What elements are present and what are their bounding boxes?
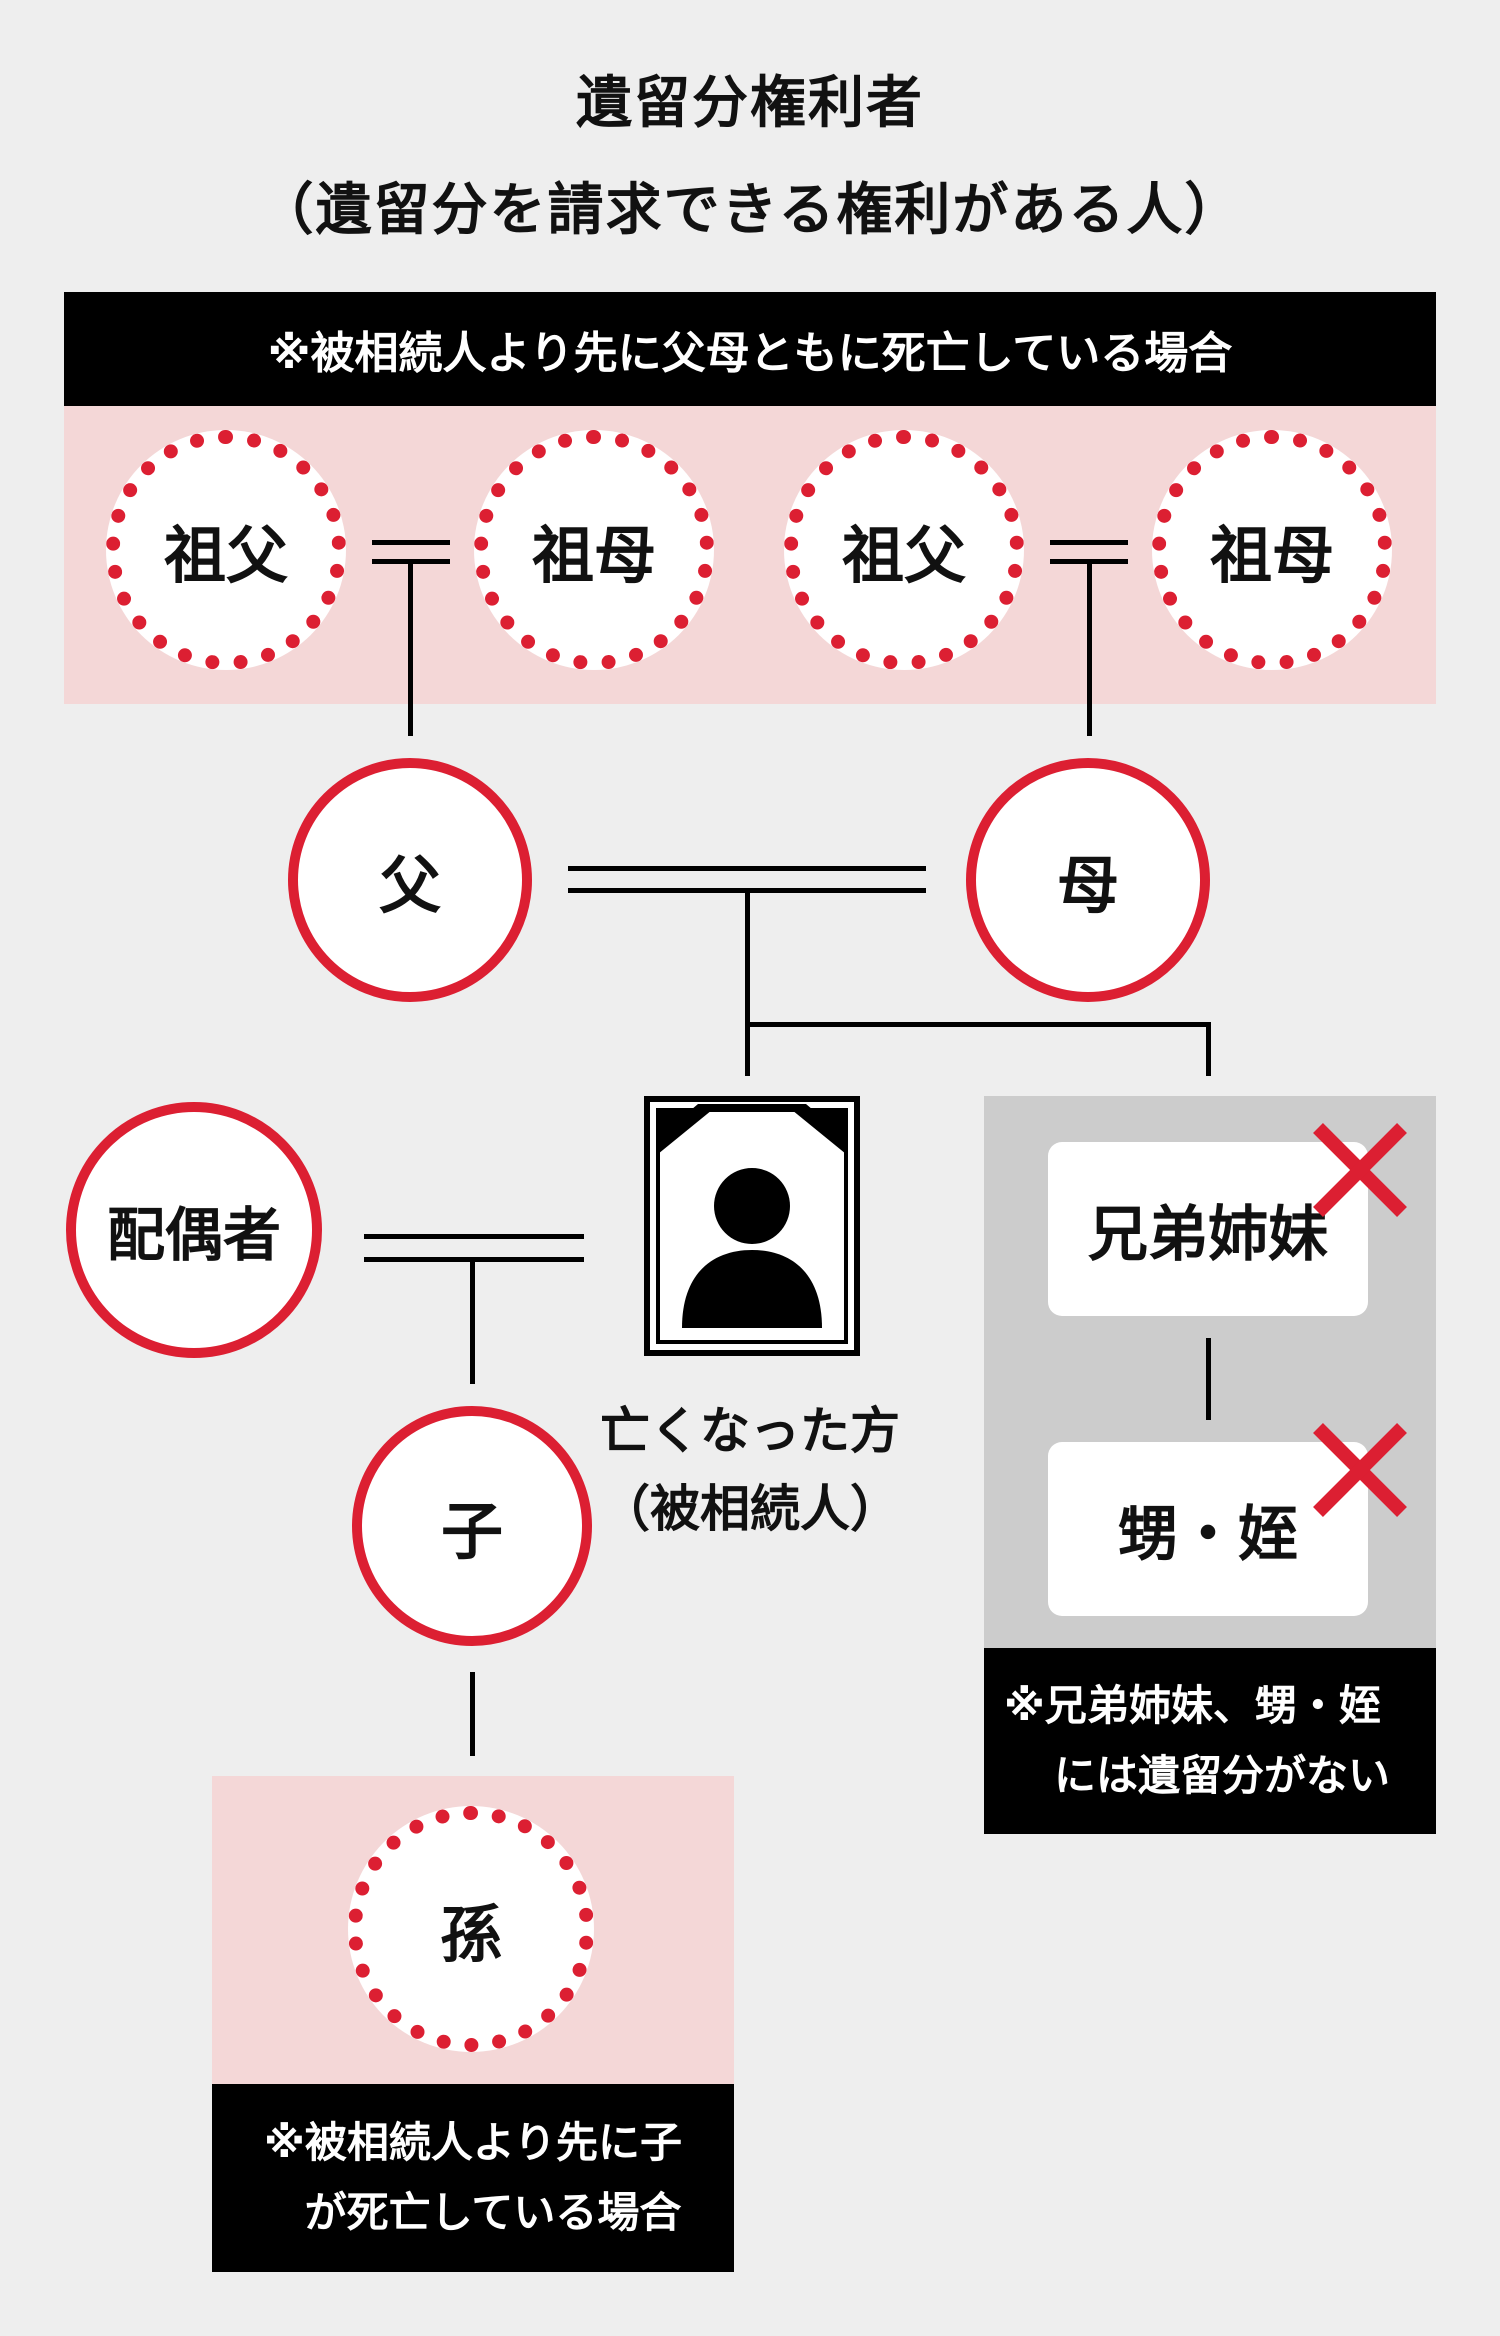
mother-label: 母 — [1056, 849, 1119, 922]
spouse-node: 配偶者 — [66, 1102, 322, 1358]
father-label: 父 — [378, 849, 441, 922]
parents-marriage-line-top — [568, 866, 926, 871]
siblings-label: 兄弟姉妹 — [1088, 1199, 1328, 1270]
paternal-marriage-line-top — [372, 540, 450, 545]
nephew-descent-line — [1206, 1338, 1211, 1420]
nephews-nieces-label: 甥・姪 — [1118, 1499, 1298, 1570]
maternal-descent-line — [1087, 564, 1092, 736]
child-label: 子 — [440, 1495, 503, 1568]
siblings-note-line2: には遺留分がない — [1054, 1751, 1391, 1800]
grandchild-note-line1: ※被相続人より先に子 — [264, 2118, 682, 2167]
mother-node: 母 — [966, 758, 1210, 1002]
parents-descent-line — [745, 893, 750, 1076]
grandchild-note-line2: が死亡している場合 — [304, 2188, 682, 2237]
spouse-label: 配偶者 — [106, 1201, 281, 1269]
diagram-title-line1: 遺留分権利者 — [576, 71, 924, 136]
maternal-marriage-line-top — [1050, 540, 1128, 545]
paternal-grandfather-label: 祖父 — [163, 519, 288, 592]
siblings-branch-line — [745, 1022, 1211, 1027]
paternal-grandmother-node: 祖母 — [474, 430, 714, 670]
deceased-caption-line2: （被相続人） — [600, 1480, 900, 1538]
deceased-portrait — [644, 1096, 860, 1356]
nephews-nieces-card: 甥・姪 — [1048, 1442, 1368, 1616]
grandchild-descent-line — [470, 1672, 475, 1756]
grandchild-node: 孫 — [348, 1806, 594, 2052]
grandparents-note: ※被相続人より先に父母ともに死亡している場合 — [267, 328, 1233, 379]
paternal-descent-line — [408, 564, 413, 736]
paternal-grandfather-node: 祖父 — [106, 430, 346, 670]
siblings-note-line1: ※兄弟姉妹、甥・姪 — [1004, 1681, 1381, 1730]
portrait-frame-icon — [644, 1096, 860, 1356]
diagram-title-line2: （遺留分を請求できる権利がある人） — [257, 178, 1243, 243]
siblings-note-band: ※兄弟姉妹、甥・姪 には遺留分がない — [984, 1648, 1436, 1834]
cross-icon — [1313, 1423, 1407, 1517]
person-silhouette-icon — [682, 1168, 822, 1328]
cross-icon — [1313, 1123, 1407, 1217]
grandchild-note-band: ※被相続人より先に子 が死亡している場合 — [212, 2084, 734, 2272]
maternal-grandfather-node: 祖父 — [784, 430, 1024, 670]
siblings-drop-line — [1206, 1022, 1211, 1076]
maternal-marriage-line-bottom — [1050, 559, 1128, 564]
grandparents-note-band: ※被相続人より先に父母ともに死亡している場合 — [64, 292, 1436, 406]
paternal-marriage-line-bottom — [372, 559, 450, 564]
siblings-card: 兄弟姉妹 — [1048, 1142, 1368, 1316]
spouse-marriage-line-bottom — [364, 1257, 584, 1262]
child-node: 子 — [352, 1406, 592, 1646]
spouse-marriage-line-top — [364, 1234, 584, 1239]
parents-marriage-line-bottom — [568, 888, 926, 893]
child-descent-line — [470, 1262, 475, 1384]
maternal-grandfather-label: 祖父 — [841, 519, 966, 592]
father-node: 父 — [288, 758, 532, 1002]
grandchild-label: 孫 — [439, 1898, 502, 1971]
maternal-grandmother-label: 祖母 — [1209, 519, 1334, 592]
maternal-grandmother-node: 祖母 — [1152, 430, 1392, 670]
paternal-grandmother-label: 祖母 — [531, 519, 656, 592]
deceased-caption-line1: 亡くなった方 — [600, 1402, 900, 1460]
